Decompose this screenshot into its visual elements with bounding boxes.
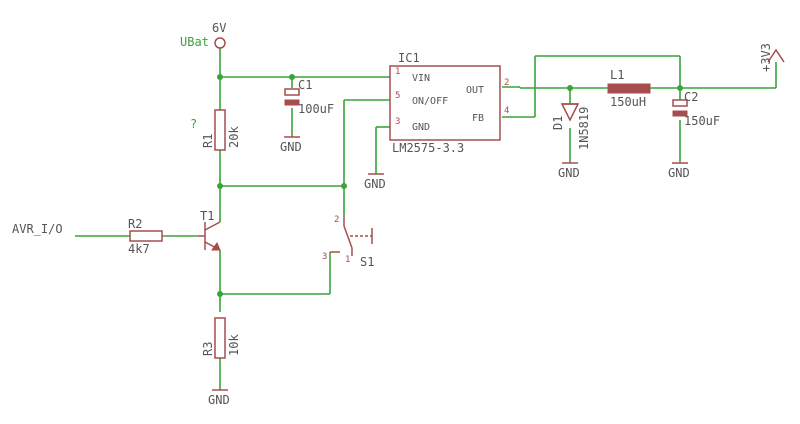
c2-plate-minus <box>672 110 688 117</box>
junctions <box>217 74 683 297</box>
r3-ref-label: R3 <box>201 342 215 356</box>
resistor-r3-body <box>214 317 226 359</box>
ic1-pin-vin: VIN <box>412 73 430 84</box>
s1-lever <box>343 225 353 249</box>
s1-pin2-num: 2 <box>334 215 339 225</box>
gnd-c1: GND <box>280 136 302 154</box>
output-rail-label: +3V3 <box>759 43 773 72</box>
c2-plate-plus <box>672 99 688 107</box>
c1-plate-minus <box>284 99 300 106</box>
ic1-pin-fb-num: 4 <box>504 106 509 116</box>
junction-c1 <box>289 74 295 80</box>
r2-value-label: 4k7 <box>128 242 150 256</box>
gnd-c1-label: GND <box>280 140 302 154</box>
resistor-r3: R3 10k <box>201 317 241 359</box>
inductor-l1-body <box>607 83 651 94</box>
ic1-pin-out-num: 2 <box>504 78 509 88</box>
r3-value-label: 10k <box>227 334 241 356</box>
c2-ref-label: C2 <box>684 90 698 104</box>
supply-symbol: 6V UBat <box>180 21 226 49</box>
junction-vin <box>217 74 223 80</box>
ic1-pin-onoff: ON/OFF <box>412 96 448 107</box>
resistor-r1: R1 20k ? <box>190 109 241 151</box>
s1-ref-label: S1 <box>360 255 374 269</box>
output-arrow-icon <box>767 48 785 63</box>
t1-emitter-arrow-icon <box>211 241 221 251</box>
c1-ref-label: C1 <box>298 78 312 92</box>
r1-ref-label: R1 <box>201 134 215 148</box>
c1-value-label: 100uF <box>298 102 334 116</box>
d1-ref-label: D1 <box>551 116 565 130</box>
gnd-ic1: GND <box>364 173 386 191</box>
gnd-c2: GND <box>668 162 690 180</box>
c1-plate-plus <box>284 88 300 96</box>
transistor-t1: T1 <box>198 209 221 251</box>
capacitor-c2: C2 150uF <box>672 90 720 128</box>
gnd-c2-label: GND <box>668 166 690 180</box>
gnd-d1: GND <box>558 162 580 180</box>
r2-ref-label: R2 <box>128 217 142 231</box>
supply-name-label: UBat <box>180 35 209 49</box>
junction-emitter <box>217 291 223 297</box>
t1-ref-label: T1 <box>200 209 214 223</box>
wires <box>75 48 777 390</box>
ic1-pin-fb: FB <box>472 113 484 124</box>
junction-onoff <box>341 183 347 189</box>
junction-middle <box>217 183 223 189</box>
capacitor-c1: C1 100uF <box>284 78 334 116</box>
ic1-pin-vin-num: 1 <box>395 67 400 77</box>
resistor-r1-body <box>214 109 226 151</box>
s1-pin1-num: 1 <box>345 255 350 265</box>
ic1-pin-out: OUT <box>466 85 484 96</box>
gnd-ic1-label: GND <box>364 177 386 191</box>
supply-voltage-label: 6V <box>212 21 226 35</box>
gnd-d1-label: GND <box>558 166 580 180</box>
r1-note-label: ? <box>190 117 197 131</box>
d1-value-label: 1N5819 <box>577 107 591 150</box>
diode-d1: D1 1N5819 <box>551 103 591 150</box>
gnd-r3-label: GND <box>208 393 230 407</box>
ic1-pin-gnd-num: 3 <box>395 117 400 127</box>
input-signal-label: AVR_I/O <box>12 222 63 236</box>
ic1-value-label: LM2575-3.3 <box>392 141 464 155</box>
supply-terminal-icon <box>214 37 226 49</box>
junction-d1 <box>567 85 573 91</box>
c2-value-label: 150uF <box>684 114 720 128</box>
s1-pin3-num: 3 <box>322 252 327 262</box>
ic1-regulator: IC1 LM2575-3.3 VIN ON/OFF GND OUT FB 1 5… <box>389 51 509 155</box>
r1-value-label: 20k <box>227 126 241 148</box>
inductor-l1: L1 150uH <box>607 68 651 109</box>
ic1-ref-label: IC1 <box>398 51 420 65</box>
ic1-body <box>389 65 501 141</box>
l1-value-label: 150uH <box>610 95 646 109</box>
switch-s1: S1 2 1 3 <box>322 215 374 269</box>
output-rail-symbol: +3V3 <box>759 43 785 72</box>
ic1-pin-onoff-num: 5 <box>395 91 400 101</box>
junction-c2 <box>677 85 683 91</box>
ic1-pin-gnd: GND <box>412 122 430 133</box>
gnd-r3: GND <box>208 389 230 407</box>
resistor-r2-body <box>129 230 163 242</box>
t1-collector-lead <box>204 221 221 231</box>
l1-ref-label: L1 <box>610 68 624 82</box>
resistor-r2: R2 4k7 <box>128 217 163 256</box>
